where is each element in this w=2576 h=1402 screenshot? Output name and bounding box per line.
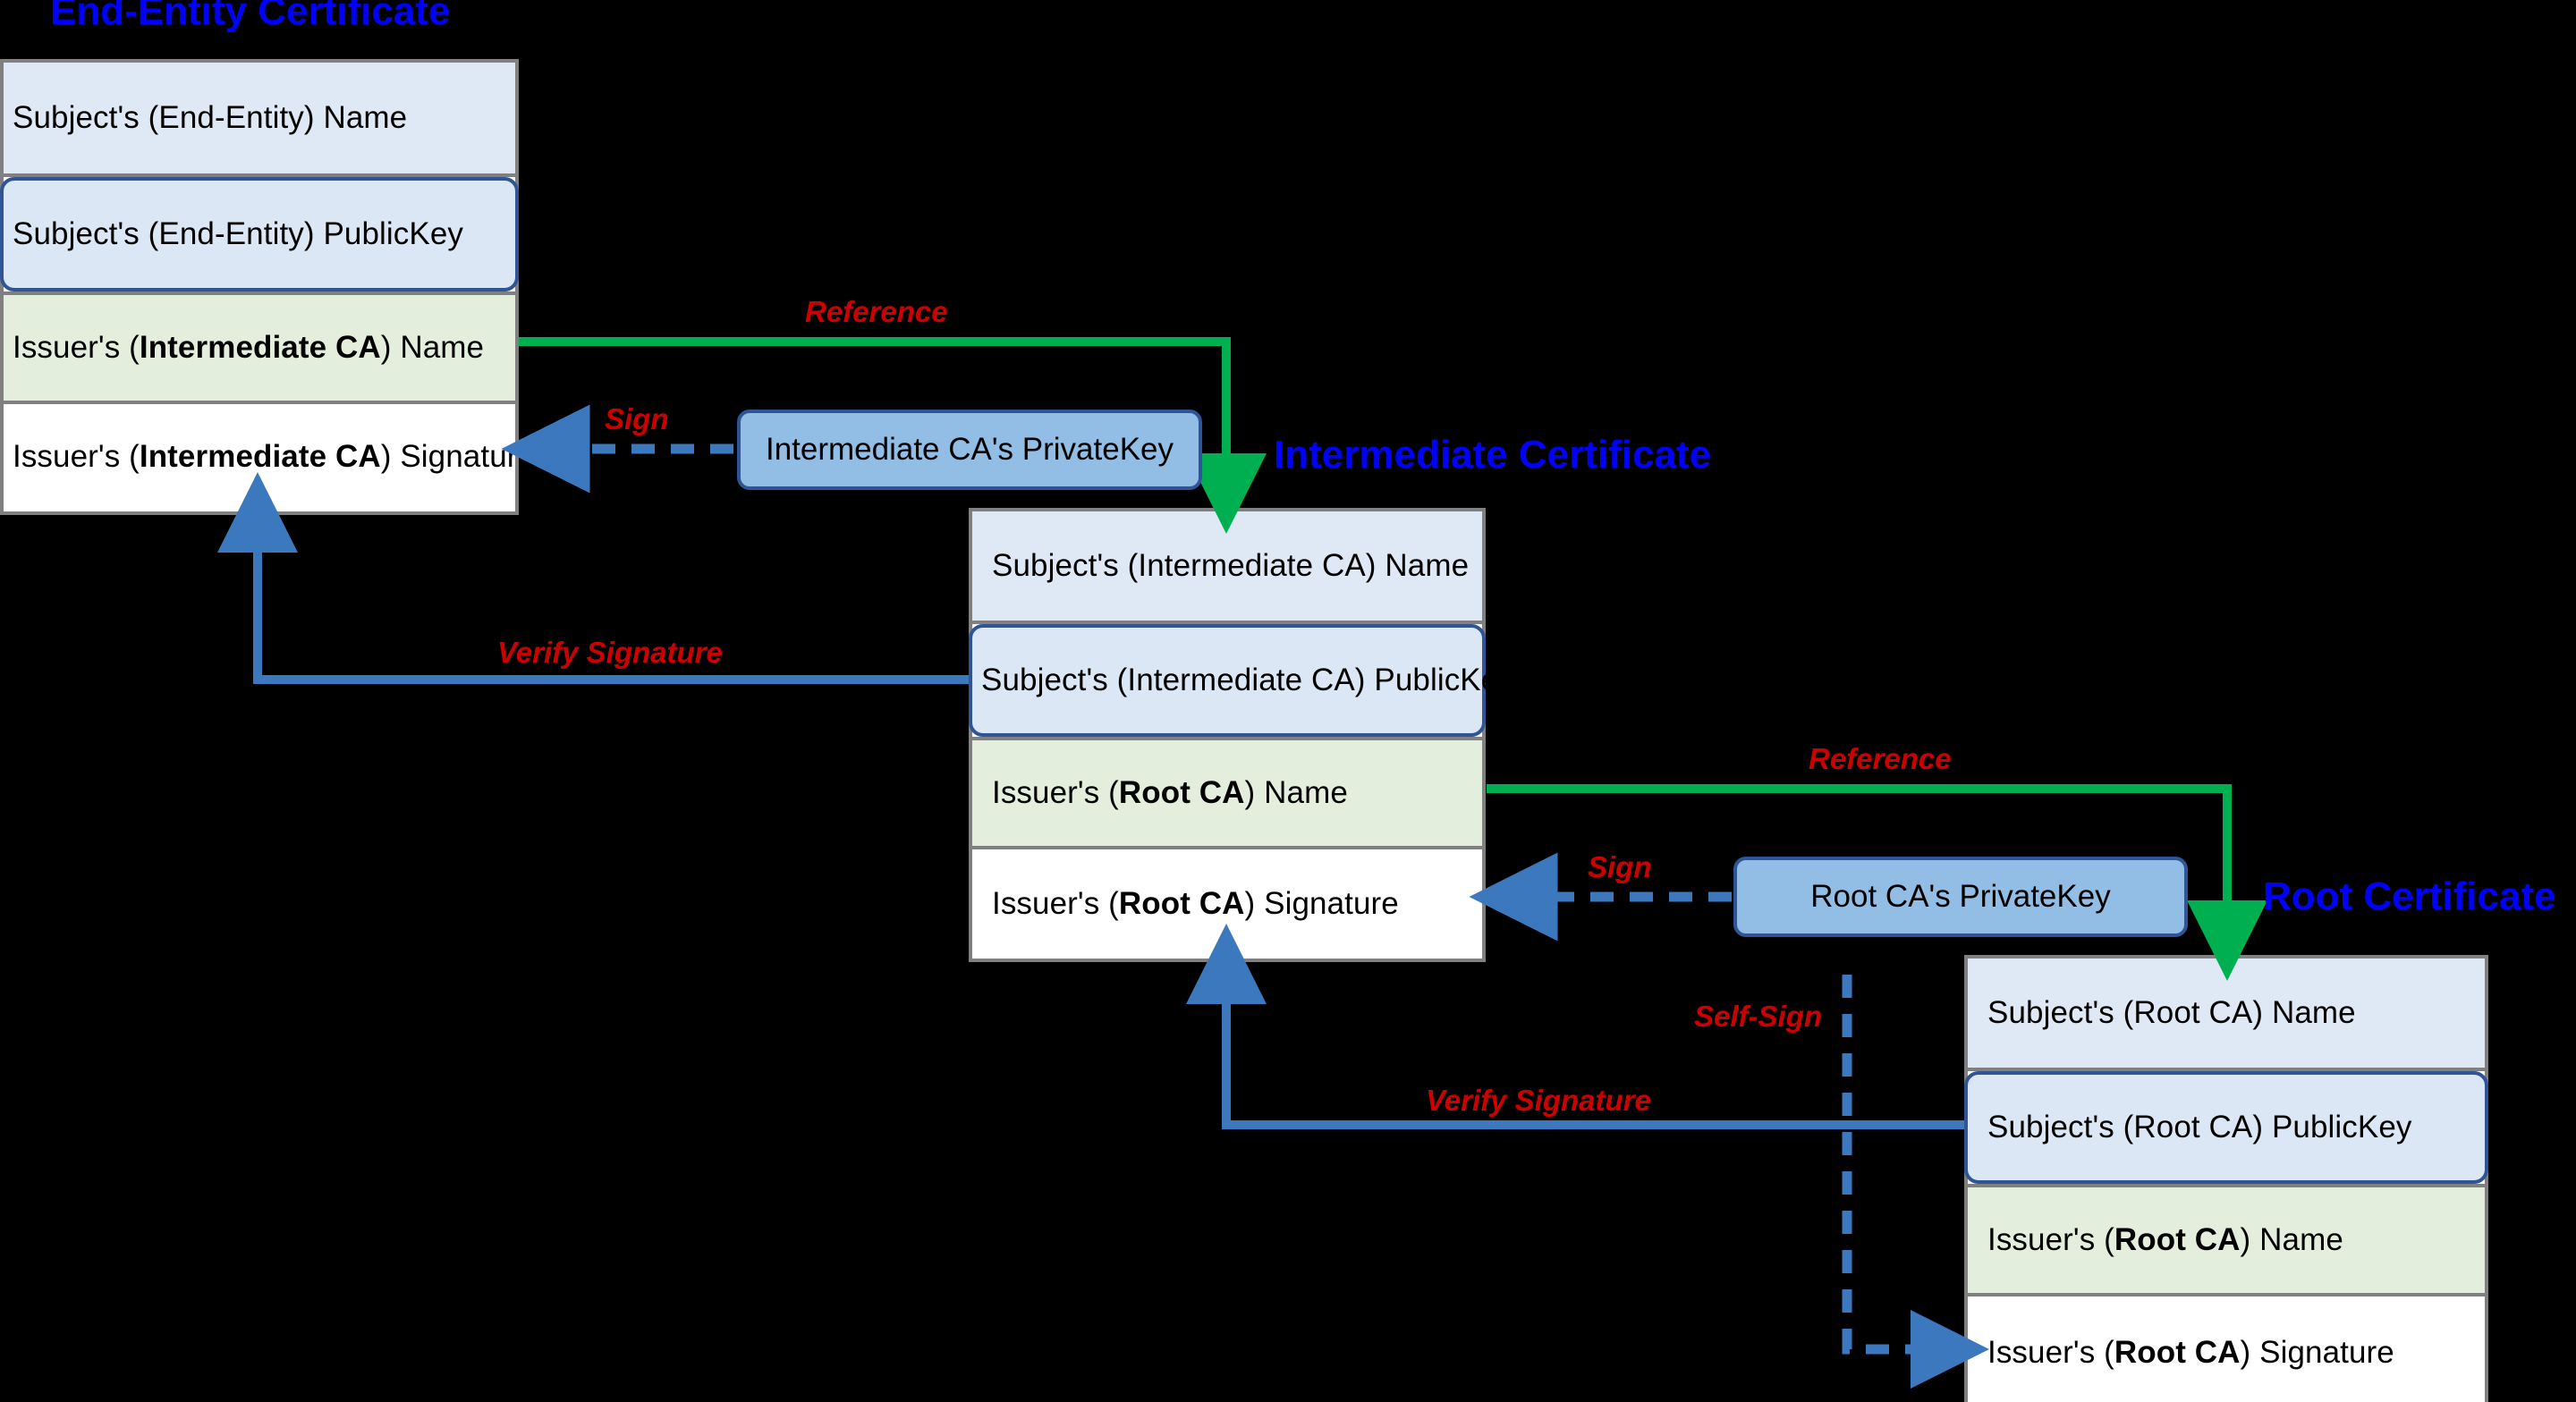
sign-label-top: Sign <box>605 402 669 435</box>
self-sign-label: Self-Sign <box>1694 1000 1823 1033</box>
row-text-prefix: Issuer's ( <box>1987 1222 2114 1257</box>
end-entity-issuer-signature-row: Issuer's (Intermediate CA) Signature <box>4 404 535 510</box>
privatekey-label: Intermediate CA's PrivateKey <box>765 432 1174 467</box>
row-text-suffix: ) Name <box>380 330 485 365</box>
row-text: Subject's (Root CA) Name <box>1987 995 2356 1030</box>
row-text-bold: Root CA <box>2114 1222 2241 1257</box>
row-text-bold: Root CA <box>1118 886 1245 921</box>
root-subject-name-row: Subject's (Root CA) Name <box>1968 959 2485 1071</box>
row-text-bold: Intermediate CA <box>139 330 381 365</box>
end-entity-certificate-box: Subject's (End-Entity) Name Subject's (E… <box>0 59 535 515</box>
row-text-suffix: ) Name <box>1244 775 1348 810</box>
intermediate-subject-name-row: Subject's (Intermediate CA) Name <box>972 511 1482 624</box>
row-text-bold: Root CA <box>1118 775 1245 810</box>
self-sign-arrow <box>1842 975 1989 1389</box>
row-text: Subject's (End-Entity) Name <box>13 100 408 135</box>
reference-label-bottom: Reference <box>1809 742 1952 775</box>
root-ca-privatekey-box[interactable]: Root CA's PrivateKey <box>1733 857 2188 937</box>
end-entity-subject-publickey-row: Subject's (End-Entity) PublicKey <box>0 177 519 291</box>
root-certificate-box: Subject's (Root CA) Name Subject's (Root… <box>1964 955 2488 1402</box>
sign-label-bottom: Sign <box>1588 850 1652 883</box>
row-text-prefix: Issuer's ( <box>13 439 140 474</box>
intermediate-ca-privatekey-box[interactable]: Intermediate CA's PrivateKey <box>737 410 1202 490</box>
row-text-prefix: Issuer's ( <box>1987 1335 2114 1370</box>
intermediate-issuer-name-row: Issuer's (Root CA) Name <box>972 737 1482 849</box>
row-text: Subject's (End-Entity) PublicKey <box>13 216 463 251</box>
privatekey-label: Root CA's PrivateKey <box>1810 879 2111 914</box>
root-certificate-title: Root Certificate <box>2263 874 2556 918</box>
intermediate-issuer-signature-row: Issuer's (Root CA) Signature <box>972 849 1482 959</box>
root-subject-publickey-row: Subject's (Root CA) PublicKey <box>1964 1071 2488 1184</box>
row-text: Subject's (Root CA) PublicKey <box>1987 1110 2412 1144</box>
intermediate-subject-publickey-row: Subject's (Intermediate CA) PublicKey <box>969 624 1514 737</box>
row-text-prefix: Issuer's ( <box>992 775 1119 810</box>
intermediate-certificate-box: Subject's (Intermediate CA) Name Subject… <box>969 508 1514 962</box>
row-text: Subject's (Intermediate CA) Name <box>992 548 1470 583</box>
row-text-bold: Root CA <box>2114 1335 2241 1370</box>
intermediate-certificate-title: Intermediate Certificate <box>1274 433 1712 477</box>
row-text-suffix: ) Signature <box>2240 1335 2394 1370</box>
row-text: Subject's (Intermediate CA) PublicKey <box>981 663 1514 697</box>
row-text-bold: Intermediate CA <box>139 439 381 474</box>
end-entity-certificate-title: End-Entity Certificate <box>50 0 451 33</box>
verify-signature-label-top: Verify Signature <box>497 636 723 669</box>
root-issuer-name-row: Issuer's (Root CA) Name <box>1968 1184 2485 1296</box>
reference-label-top: Reference <box>805 295 948 328</box>
row-text-prefix: Issuer's ( <box>13 330 140 365</box>
row-text-suffix: ) Name <box>2240 1222 2343 1257</box>
end-entity-issuer-name-row: Issuer's (Intermediate CA) Name <box>4 291 515 404</box>
end-entity-subject-name-row: Subject's (End-Entity) Name <box>4 63 515 177</box>
row-text-prefix: Issuer's ( <box>992 886 1119 921</box>
verify-signature-label-bottom: Verify Signature <box>1426 1084 1651 1117</box>
root-issuer-signature-row: Issuer's (Root CA) Signature <box>1968 1296 2485 1402</box>
row-text-suffix: ) Signature <box>1244 886 1399 921</box>
row-text-suffix: ) Signature <box>380 439 536 474</box>
